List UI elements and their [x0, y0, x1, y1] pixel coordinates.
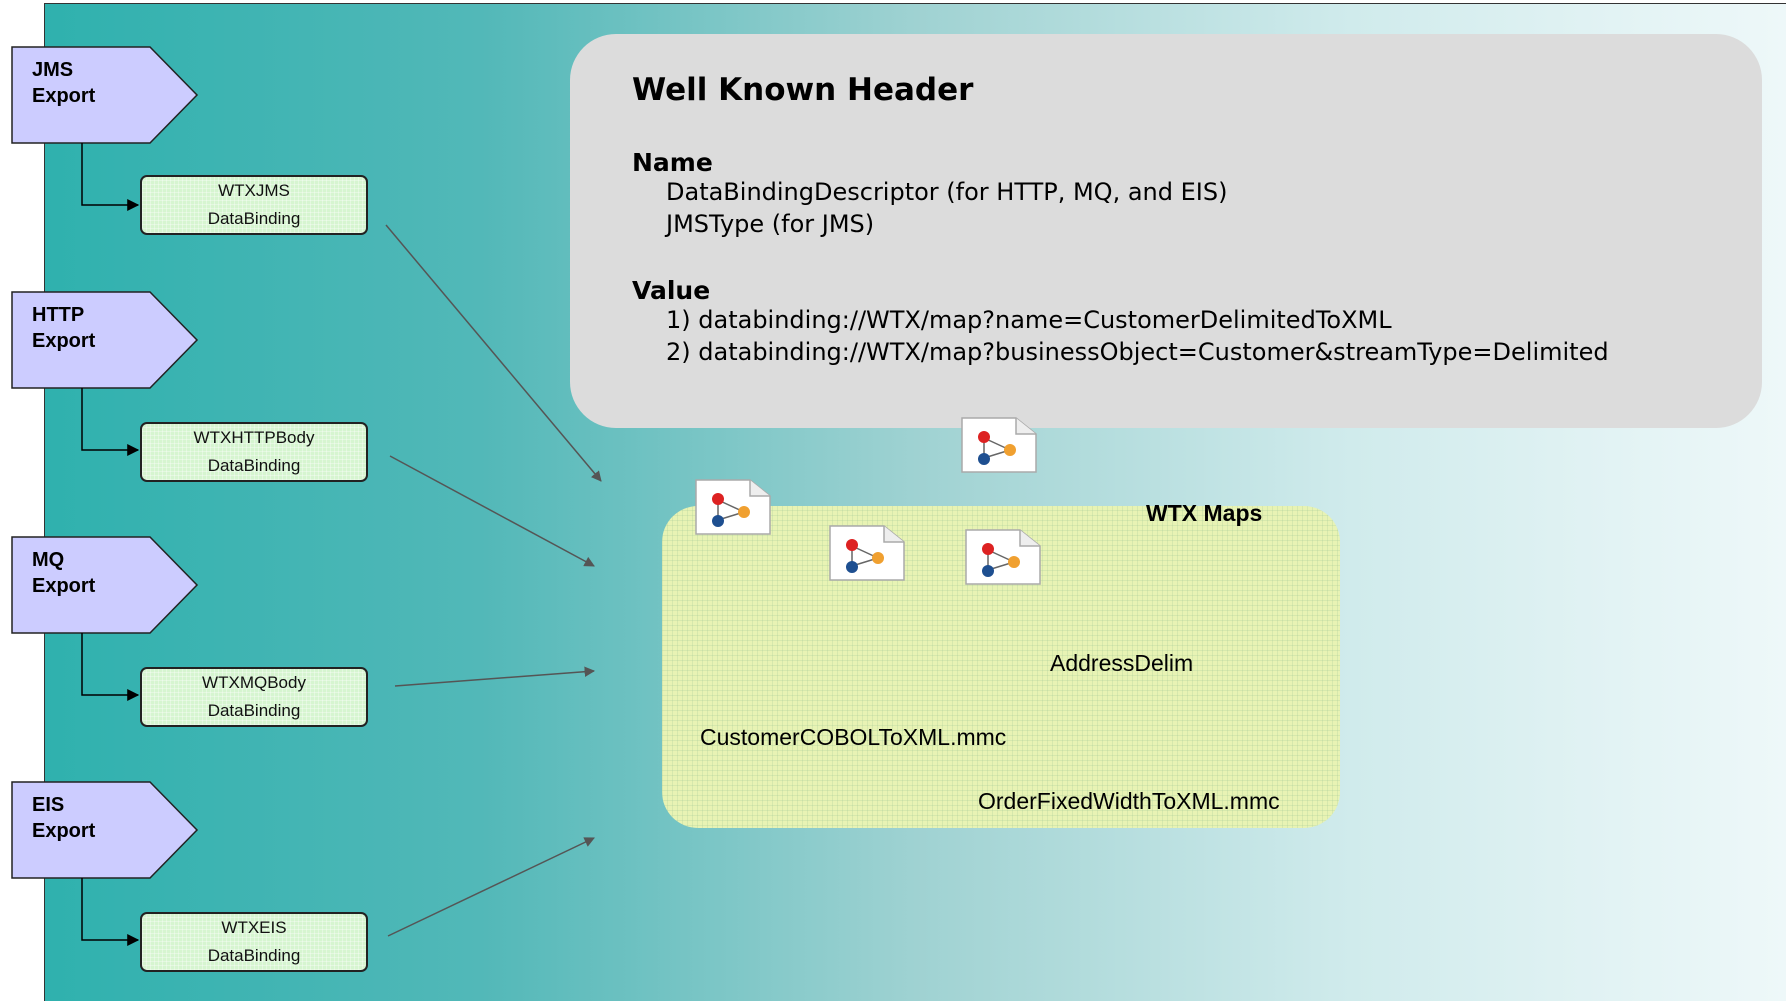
export-name: EIS: [32, 794, 65, 816]
binding-type: DataBinding: [207, 456, 301, 475]
connector-mq: [81, 633, 140, 701]
value-line: 1) databinding://WTX/map?name=CustomerDe…: [666, 306, 1392, 334]
binding-name: WTXMQBody: [202, 673, 306, 692]
export-name: JMS: [32, 59, 74, 81]
export-type: Export: [32, 820, 96, 842]
connector-jms: [81, 143, 140, 211]
name-line: DataBindingDescriptor (for HTTP, MQ, and…: [666, 178, 1228, 206]
connector-eis: [81, 878, 140, 946]
export-type: Export: [32, 85, 96, 107]
map-file-icon[interactable]: [960, 416, 1038, 474]
arrow-jms-to-maps: [385, 224, 602, 482]
export-label-mq: MQ Export: [32, 547, 95, 599]
panel-title: Well Known Header: [632, 72, 974, 108]
value-section-label: Value: [632, 276, 711, 305]
binding-name: WTXJMS: [218, 181, 290, 200]
export-label-jms: JMS Export: [32, 57, 95, 109]
databinding-box-mq[interactable]: WTXMQBody DataBinding: [140, 667, 368, 727]
binding-type: DataBinding: [207, 701, 301, 720]
map-file-icon[interactable]: [828, 524, 906, 582]
arrow-http-to-maps: [389, 455, 595, 567]
map-label-address-delim[interactable]: AddressDelim: [1050, 650, 1194, 676]
export-shape-mq[interactable]: [11, 536, 199, 634]
databinding-box-http[interactable]: WTXHTTPBody DataBinding: [140, 422, 368, 482]
binding-type: DataBinding: [207, 946, 301, 965]
arrow-eis-to-maps: [387, 837, 595, 937]
value-line: 2) databinding://WTX/map?businessObject=…: [666, 338, 1609, 366]
name-line: JMSType (for JMS): [666, 210, 875, 238]
connector-http: [81, 388, 140, 456]
export-type: Export: [32, 575, 96, 597]
arrow-mq-to-maps: [394, 666, 596, 687]
map-file-icon[interactable]: [694, 478, 772, 536]
export-label-eis: EIS Export: [32, 792, 95, 844]
databinding-box-eis[interactable]: WTXEIS DataBinding: [140, 912, 368, 972]
wtx-maps-title: WTX Maps: [1146, 500, 1263, 526]
well-known-header-panel: Well Known Header Name DataBindingDescri…: [570, 34, 1762, 428]
binding-name: WTXEIS: [221, 918, 287, 937]
map-file-icon[interactable]: [964, 528, 1042, 586]
map-label-customer-cobol[interactable]: CustomerCOBOLToXML.mmc: [700, 724, 1007, 750]
export-name: HTTP: [32, 304, 85, 326]
binding-type: DataBinding: [207, 209, 301, 228]
export-type: Export: [32, 330, 96, 352]
map-label-order-fixed-width[interactable]: OrderFixedWidthToXML.mmc: [978, 788, 1280, 814]
databinding-box-jms[interactable]: WTXJMS DataBinding: [140, 175, 368, 235]
binding-name: WTXHTTPBody: [193, 428, 315, 447]
export-label-http: HTTP Export: [32, 302, 95, 354]
export-shape-eis[interactable]: [11, 781, 199, 879]
export-shape-http[interactable]: [11, 291, 199, 389]
name-section-label: Name: [632, 148, 713, 177]
export-shape-jms[interactable]: [11, 46, 199, 144]
export-name: MQ: [32, 549, 65, 571]
